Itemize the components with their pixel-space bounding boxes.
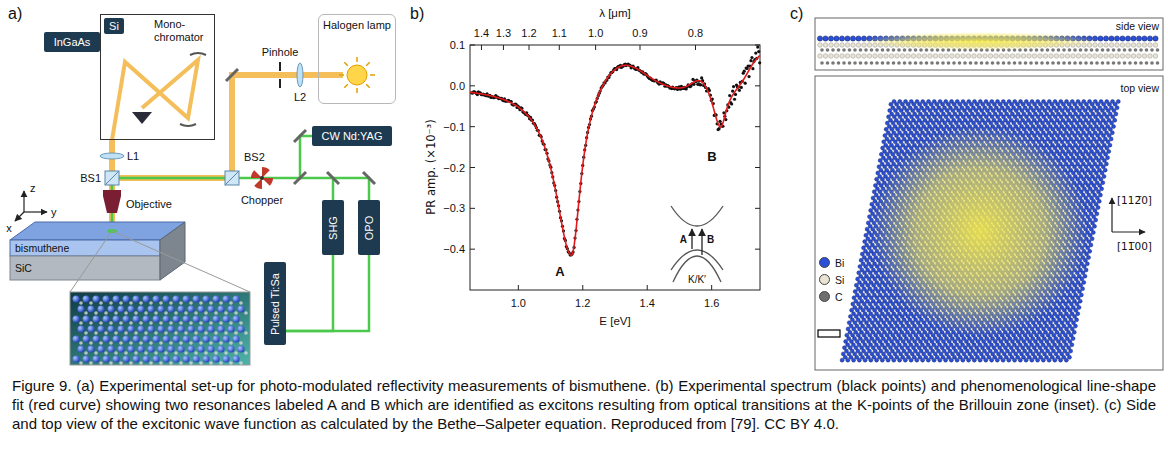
figure: {"diagram": { "caption": "Figure 9. (a) … [0,0,1168,465]
